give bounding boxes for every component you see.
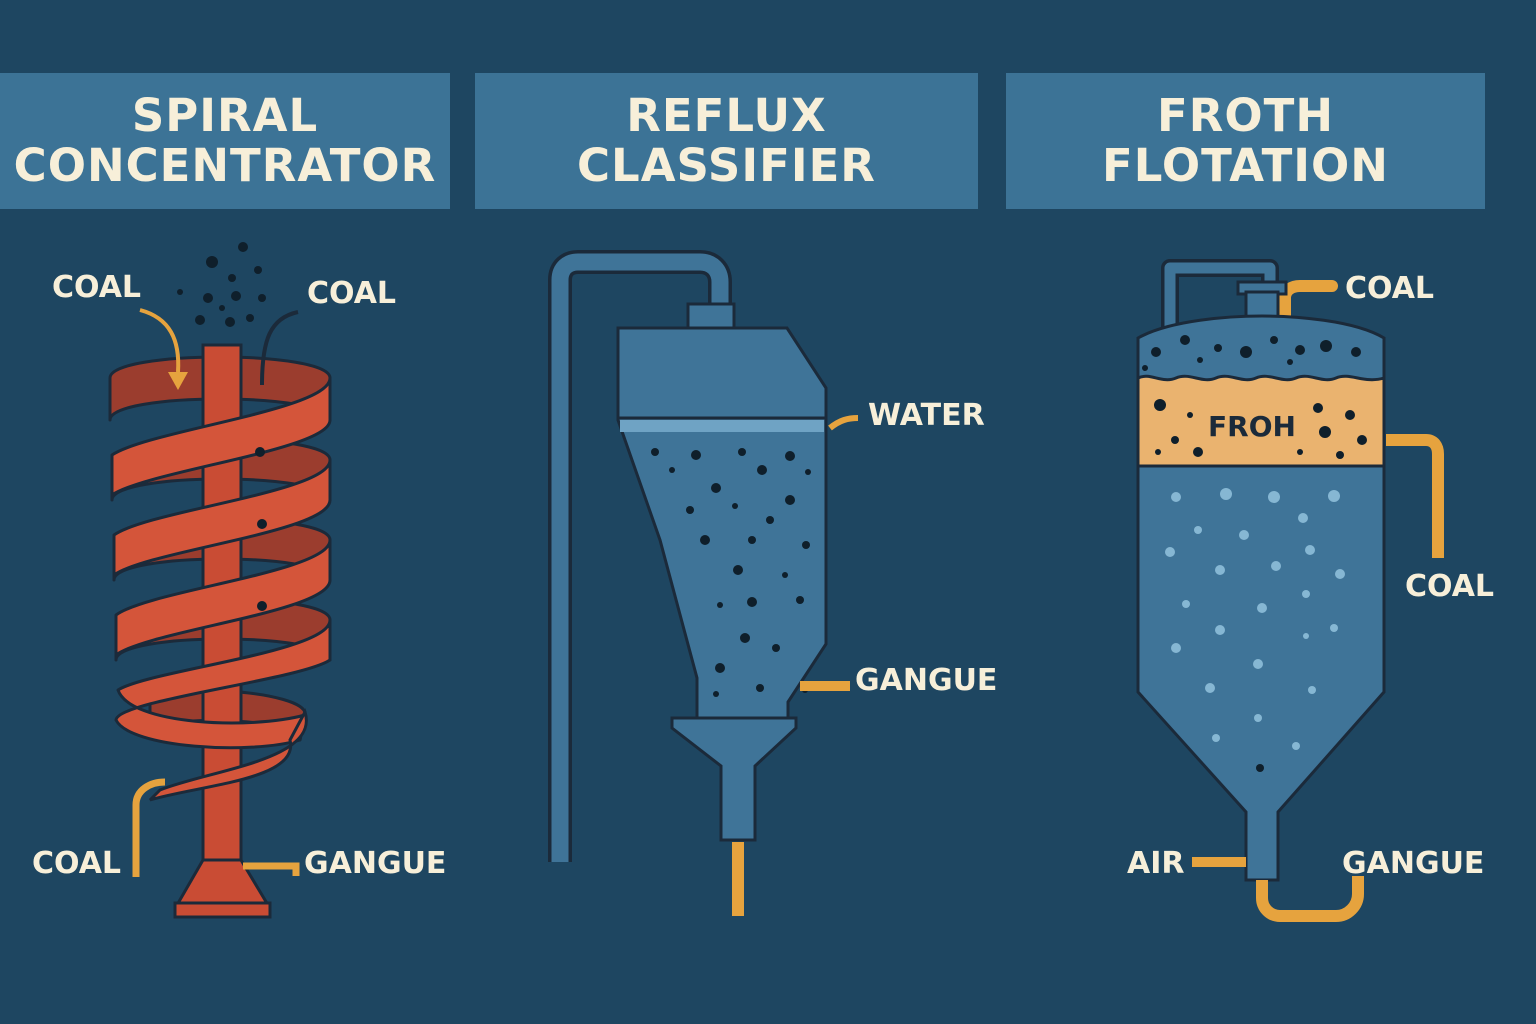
reflux-gangue-label: GANGUE [855, 663, 997, 698]
froth-top-neck [1244, 290, 1280, 320]
spiral-coal-out-label: COAL [32, 846, 121, 881]
reflux-water-label: WATER [868, 398, 985, 433]
spiral-coal-out-pipe [132, 778, 166, 877]
froth-coal-side-outlet [1386, 434, 1444, 558]
froth-layer [1136, 374, 1386, 468]
spiral-arrow-head [168, 372, 188, 390]
spiral-coal-top-label: COAL [307, 276, 396, 311]
froth-flotation: FROH COAL COAL AIR GANGUE [1127, 259, 1494, 922]
spiral-coal-feed-arrow [139, 308, 181, 373]
reflux-particles [651, 448, 811, 697]
reflux-overflow-pipe-fill [551, 253, 729, 862]
spiral-title-line2: CONCENTRATOR [13, 139, 437, 192]
froth-dark-particle [1256, 764, 1264, 772]
froth-flotation-title: FROTH FLOTATION [1102, 91, 1389, 191]
froth-top-return-pipe-fill [1164, 262, 1276, 338]
spiral-concentrator: COAL COAL COAL GANGUE [32, 242, 446, 919]
froth-coal-top-outlet [1279, 280, 1338, 328]
reflux-classifier-title: REFLUX CLASSIFIER [577, 91, 876, 191]
reflux-top-cap [686, 302, 736, 330]
reflux-water-inlet [828, 415, 859, 431]
reflux-title-line2: CLASSIFIER [577, 139, 876, 192]
spiral-gangue-label: GANGUE [304, 846, 446, 881]
froth-air-bubbles [1165, 488, 1345, 750]
spiral-lower-ribbon [148, 708, 308, 802]
froth-gangue-label: GANGUE [1342, 846, 1484, 881]
froth-title-line1: FROTH [1156, 89, 1334, 142]
reflux-title-line1: REFLUX [626, 89, 827, 142]
froth-flotation-banner: FROTH FLOTATION [1006, 73, 1485, 209]
spiral-concentrator-title: SPIRAL CONCENTRATOR [14, 91, 437, 191]
froth-coal-top-label: COAL [1345, 271, 1434, 306]
froth-layer-label: FROH [1208, 410, 1296, 443]
reflux-bottom-funnel [670, 716, 798, 842]
spiral-gangue-pipe [243, 862, 300, 876]
spiral-coal-leader [260, 310, 299, 386]
froth-coal-side-label: COAL [1405, 569, 1494, 604]
froth-layer-particles [1154, 399, 1367, 459]
froth-top-particles [1142, 335, 1361, 371]
spiral-coal-in-label: COAL [52, 270, 141, 305]
spiral-feed-particles [177, 242, 267, 611]
reflux-classifier-banner: REFLUX CLASSIFIER [475, 73, 978, 209]
spiral-front-ribbons [110, 376, 332, 750]
reflux-vessel-body [616, 326, 828, 720]
froth-air-label: AIR [1127, 846, 1184, 881]
reflux-water-band [620, 420, 824, 432]
reflux-classifier: WATER GANGUE [548, 250, 997, 916]
froth-title-line2: FLOTATION [1102, 139, 1389, 192]
spiral-title-line1: SPIRAL [131, 89, 319, 142]
froth-gangue-outlet [1256, 876, 1364, 922]
spiral-concentrator-banner: SPIRAL CONCENTRATOR [0, 73, 450, 209]
